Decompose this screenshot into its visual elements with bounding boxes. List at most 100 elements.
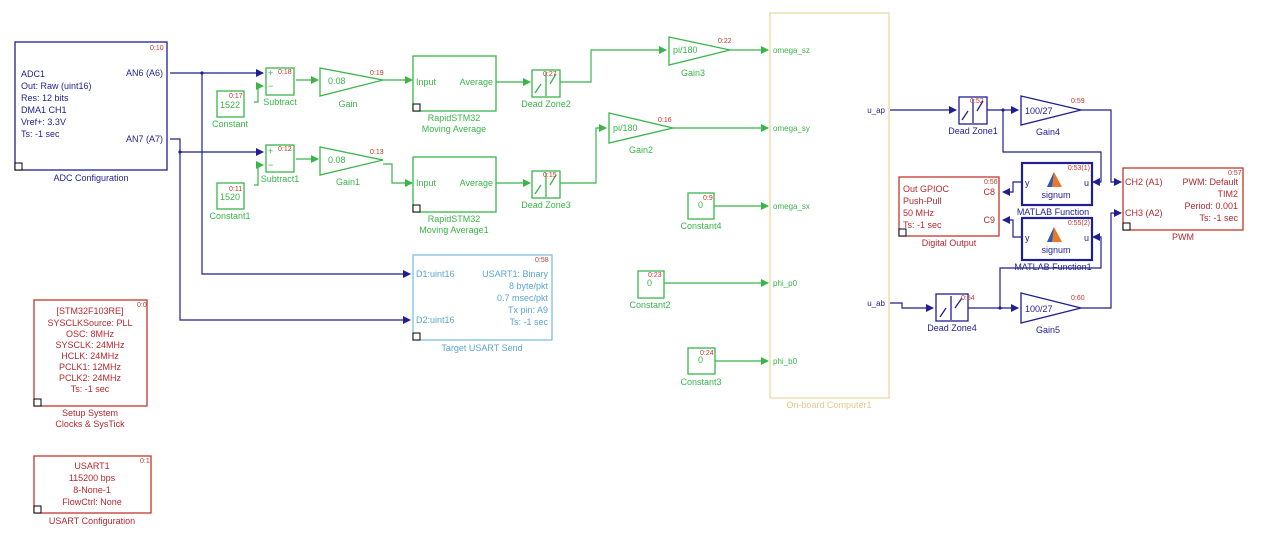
library-link-icon	[1122, 222, 1131, 231]
port-u: u	[1084, 178, 1089, 188]
usart-line: 0.7 msec/pkt	[497, 293, 549, 303]
gain1-block[interactable]: 0:13 0.08 Gain1	[319, 146, 384, 187]
block-index: 0:11	[229, 186, 242, 193]
onboard-computer-subsystem[interactable]: omega_sz omega_sy omega_sx phi_p0 phi_b0…	[769, 12, 890, 410]
subtract-block[interactable]: 0:18 + − Subtract	[263, 67, 297, 107]
constant-value: 0	[698, 355, 703, 365]
block-index: 0:55(2)	[1068, 220, 1090, 227]
constant-value: 1522	[220, 100, 240, 110]
dead-zone4-block[interactable]: 0:54 Dead Zone4	[927, 293, 977, 333]
dead-zone-icon	[534, 72, 557, 96]
block-index: 0:22	[718, 38, 732, 45]
port-d1: D1:uint16	[416, 269, 455, 279]
setup-system-clocks-block[interactable]: 0:0 [STM32F103RE] SYSCLKSource: PLL OSC:…	[33, 299, 148, 429]
digital-output-block[interactable]: 0:56 Out GPIOC Push-Pull 50 MHz Ts: -1 s…	[898, 176, 1000, 248]
port-u-ap: u_ap	[867, 106, 885, 115]
block-name: Moving Average1	[419, 225, 488, 235]
port-average: Average	[460, 77, 493, 87]
gain3-block[interactable]: 0:22 pi/180 Gain3	[668, 36, 732, 78]
constant-value: 0	[698, 200, 703, 210]
wires-blue	[170, 69, 1122, 324]
wire-uab-deadzone4[interactable]	[890, 302, 934, 312]
block-name: USART Configuration	[49, 516, 135, 526]
wire-an7-subtract1[interactable]	[170, 138, 264, 156]
block-index: 0:23	[648, 272, 662, 279]
moving-average-block[interactable]: Input Average RapidSTM32 Moving Average	[412, 55, 497, 134]
port-input: Input	[416, 178, 437, 188]
wire-mf1-dout-c9[interactable]	[1002, 216, 1021, 238]
block-index: 0:15	[543, 172, 557, 179]
port-u: u	[1084, 233, 1089, 243]
constant-block[interactable]: 0:17 1522 Constant	[212, 90, 249, 129]
wire-gain4-pwm-ch2[interactable]	[1081, 109, 1122, 186]
adc-line: ADC1	[21, 69, 45, 79]
pwm-block[interactable]: 0:57 CH2 (A1) CH3 (A2) PWM: Default TIM2…	[1122, 167, 1244, 242]
matlab-logo-icon-shade	[1047, 172, 1054, 187]
usart-configuration-block[interactable]: 0:1 USART1 115200 bps 8-None-1 FlowCtrl:…	[33, 455, 152, 526]
sysclk-line: Ts: -1 sec	[71, 384, 110, 394]
block-name: Gain1	[336, 177, 360, 187]
port-an6: AN6 (A6)	[126, 68, 163, 78]
dead-zone1-block[interactable]: 0:52 Dead Zone1	[948, 96, 998, 136]
sysclk-line: [STM32F103RE]	[56, 306, 123, 316]
adc-configuration-block[interactable]: 0:10 ADC1 Out: Raw (uint16) Res: 12 bits…	[14, 41, 168, 183]
block-name: Dead Zone2	[521, 99, 571, 109]
wire-mf-dout-c8[interactable]	[1002, 181, 1021, 196]
matlab-function-block[interactable]: 0:53(1) y u signum MATLAB Function	[1017, 161, 1094, 217]
dead-zone3-block[interactable]: 0:15 Dead Zone3	[521, 170, 571, 210]
subtract1-block[interactable]: 0:12 + − Subtract1	[261, 144, 300, 184]
gain-value: 100/27	[1025, 304, 1053, 314]
sysclk-line: OSC: 8MHz	[66, 329, 115, 339]
block-name: Dead Zone3	[521, 200, 571, 210]
constant3-block[interactable]: 0:24 0 Constant3	[680, 347, 722, 387]
library-link-icon	[33, 398, 42, 407]
gain-value: 0.08	[328, 155, 346, 165]
dout-line: 50 MHz	[903, 208, 935, 218]
sysclk-line: PCLK1: 12MHz	[59, 362, 122, 372]
port-ch2: CH2 (A1)	[1125, 177, 1163, 187]
target-usart-send-block[interactable]: 0:58 D1:uint16 D2:uint16 USART1: Binary …	[412, 254, 553, 353]
constant2-block[interactable]: 0:23 0 Constant2	[629, 270, 671, 310]
port-omega-sz: omega_sz	[773, 46, 810, 55]
sysclk-line: SYSCLK: 24MHz	[55, 340, 125, 350]
library-link-icon	[412, 103, 421, 112]
moving-average1-block[interactable]: Input Average RapidSTM32 Moving Average1	[412, 156, 497, 235]
block-name: MATLAB Function	[1017, 207, 1089, 217]
dead-zone2-block[interactable]: 0:27 Dead Zone2	[521, 69, 571, 109]
constant-value: 1520	[220, 192, 240, 202]
gain4-block[interactable]: 0:59 100/27 Gain4	[1020, 95, 1085, 137]
library-link-icon	[412, 332, 421, 341]
wire-deadzone4-mf1[interactable]	[999, 233, 1102, 308]
block-name: Gain	[338, 99, 357, 109]
pwm-line: PWM: Default	[1182, 177, 1238, 187]
pwm-line: TIM2	[1217, 189, 1238, 199]
pwm-line: Period: 0.001	[1184, 201, 1238, 211]
port-c8: C8	[983, 187, 995, 197]
gain2-block[interactable]: 0:16 pi/180 Gain2	[608, 112, 674, 155]
constant-value: 0	[647, 278, 652, 288]
constant4-block[interactable]: 0:9 0 Constant4	[680, 192, 722, 231]
adc-line: Ts: -1 sec	[21, 129, 60, 139]
adc-line: Out: Raw (uint16)	[21, 81, 92, 91]
constant1-block[interactable]: 0:11 1520 Constant1	[209, 182, 251, 221]
wire-gain5-pwm-ch3[interactable]	[1081, 209, 1122, 309]
block-index: 0:52	[970, 98, 984, 105]
block-index: 0:13	[370, 149, 384, 156]
port-omega-sy: omega_sy	[773, 124, 810, 133]
wire-deadzone1-mf[interactable]	[1002, 110, 1102, 186]
usart-cfg-line: FlowCtrl: None	[62, 497, 122, 507]
gain5-block[interactable]: 0:60 100/27 Gain5	[1020, 292, 1085, 335]
port-d2: D2:uint16	[416, 315, 455, 325]
gain-block[interactable]: 0:19 0.08 Gain	[319, 67, 384, 109]
block-name: Gain2	[629, 145, 653, 155]
block-index: 0:16	[658, 117, 672, 124]
function-label: signum	[1041, 190, 1070, 200]
wire-an7-usart-d2[interactable]	[179, 152, 411, 324]
block-name: PWM	[1172, 232, 1194, 242]
dout-line: Push-Pull	[903, 196, 942, 206]
block-name: Setup System	[62, 408, 118, 418]
matlab-function1-block[interactable]: 0:55(2) y u signum MATLAB Function1	[1014, 216, 1094, 272]
block-index: 0:54	[961, 295, 975, 302]
wire-an6-usart-d1[interactable]	[201, 73, 411, 278]
